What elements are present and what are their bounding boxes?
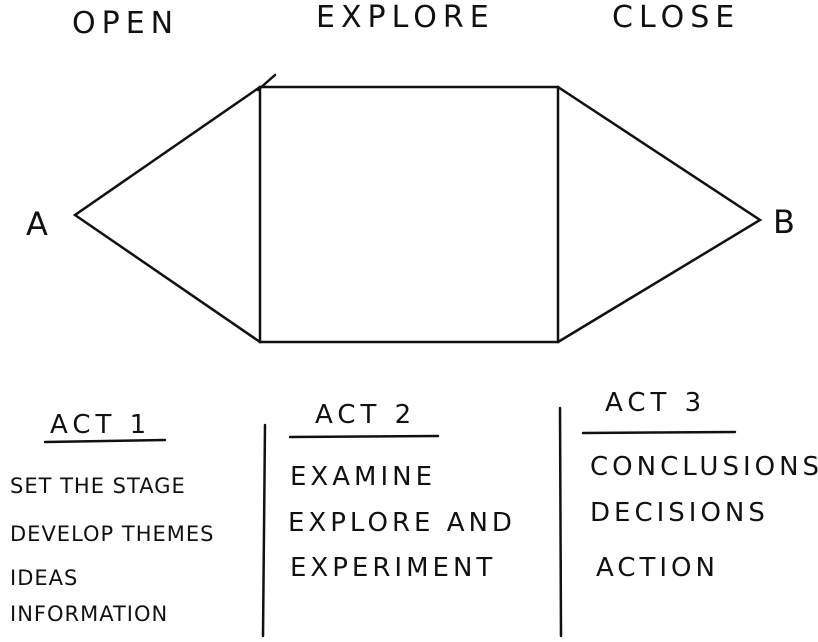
act1-title: ACT 1 <box>50 410 152 440</box>
point-a: A <box>26 205 51 243</box>
act2-line: EXAMINE <box>290 462 437 492</box>
close-triangle <box>556 85 763 344</box>
divider-1 <box>261 423 267 638</box>
act1-line: DEVELOP THEMES <box>10 522 215 546</box>
act3-line: DECISIONS <box>590 498 769 528</box>
explore-box <box>258 85 560 344</box>
act1-line: INFORMATION <box>10 602 169 626</box>
act1-line: IDEAS <box>10 566 79 590</box>
act3-line: ACTION <box>596 553 719 583</box>
phase-open: OPEN <box>72 6 180 41</box>
phase-explore: EXPLORE <box>316 0 495 35</box>
act3-line: CONCLUSIONS <box>590 452 818 482</box>
act2-line: EXPERIMENT <box>290 553 497 583</box>
act1-line: SET THE STAGE <box>10 474 186 498</box>
act3-title: ACT 3 <box>605 388 707 418</box>
act1-underline <box>43 438 167 444</box>
open-triangle <box>72 85 262 344</box>
act2-underline <box>288 434 440 439</box>
act2-title: ACT 2 <box>315 400 417 430</box>
divider-2 <box>558 406 563 638</box>
point-b: B <box>773 203 798 241</box>
act3-underline <box>581 430 737 435</box>
phase-close: CLOSE <box>612 0 741 35</box>
act2-line: EXPLORE AND <box>288 508 516 538</box>
